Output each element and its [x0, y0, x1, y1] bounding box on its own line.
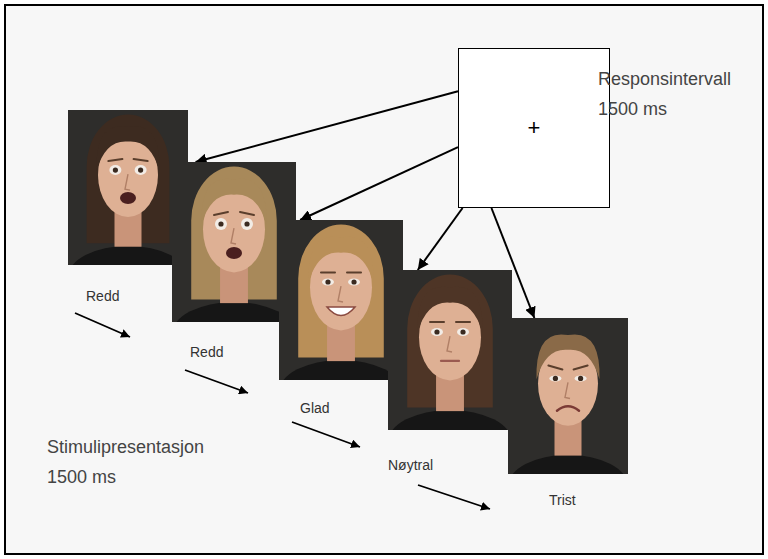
shoulders [508, 455, 628, 474]
eye-iris [218, 221, 223, 226]
face-stimulus: Glad [279, 220, 403, 380]
nose [447, 336, 452, 352]
eye-iris [113, 167, 118, 172]
eye-iris [578, 376, 583, 381]
eyebrow [456, 321, 470, 323]
eye-white [549, 375, 561, 381]
face-stimulus: Redd [172, 162, 296, 322]
nose [125, 174, 130, 190]
emotion-label: Redd [190, 344, 223, 360]
eye-iris [244, 221, 249, 226]
arrow-connector [300, 147, 458, 220]
face-stimulus: Nøytral [388, 270, 512, 430]
hair-top [201, 179, 266, 225]
arrow-connector [196, 91, 458, 162]
face-photo [388, 270, 512, 430]
sequence-arrow [185, 370, 248, 393]
face-photo [68, 110, 188, 265]
mouth [120, 192, 136, 204]
shoulders [388, 410, 512, 430]
timing-label: Stimulipresentasjon 1500 ms [47, 432, 237, 492]
nose [565, 382, 570, 398]
sequence-arrow [418, 485, 490, 509]
eye-iris [460, 329, 465, 334]
emotion-label: Redd [86, 288, 119, 304]
shoulders [172, 302, 296, 322]
eye-white [431, 328, 443, 336]
face-photo [172, 162, 296, 322]
face-stimulus: Redd [68, 110, 188, 265]
eye-white [322, 279, 334, 286]
shoulders [68, 246, 188, 265]
mouth [226, 247, 242, 259]
hair-top [417, 287, 482, 333]
eye-white [135, 165, 147, 175]
face-stimulus: Trist [508, 318, 628, 474]
eye-white [348, 279, 360, 286]
hair-top [536, 334, 599, 379]
sequence-arrow [75, 313, 130, 337]
eyebrow [430, 321, 444, 323]
emotion-label: Nøytral [388, 457, 433, 473]
eyebrow [240, 212, 254, 215]
shoulders [279, 360, 403, 380]
timing-label: Responsintervall 1500 ms [598, 64, 758, 124]
eye-white [241, 218, 253, 230]
hair-top [308, 237, 373, 283]
eyebrow [321, 272, 335, 274]
arrow-connector [418, 208, 463, 270]
eyebrow [214, 212, 228, 215]
mouth [557, 406, 579, 411]
photo-ground [172, 162, 296, 322]
fixation-box: + [458, 48, 610, 208]
eyebrow [574, 365, 588, 369]
photo-ground [508, 318, 628, 474]
eye-iris [138, 167, 143, 172]
eyebrow [548, 365, 562, 369]
eye-white [215, 218, 227, 230]
photo-ground [68, 110, 188, 265]
eye-iris [434, 329, 439, 334]
nose [231, 228, 236, 244]
emotion-label: Trist [549, 492, 576, 508]
fixation-cross: + [528, 116, 541, 140]
eye-white [109, 165, 121, 175]
eye-iris [351, 279, 356, 284]
nose [338, 286, 343, 302]
photo-ground [279, 220, 403, 380]
photo-ground [388, 270, 512, 430]
mouth [327, 307, 355, 316]
face-photo [508, 318, 628, 474]
eye-white [575, 375, 587, 381]
eye-iris [325, 279, 330, 284]
eyebrow [134, 159, 148, 161]
mouth [441, 360, 459, 362]
eyebrow [347, 272, 361, 274]
eye-white [457, 328, 469, 336]
eyebrow [108, 159, 122, 161]
face-photo [279, 220, 403, 380]
sequence-arrow [292, 422, 360, 447]
eye-iris [553, 376, 558, 381]
emotion-label: Glad [300, 400, 330, 416]
hair-top [96, 126, 159, 171]
